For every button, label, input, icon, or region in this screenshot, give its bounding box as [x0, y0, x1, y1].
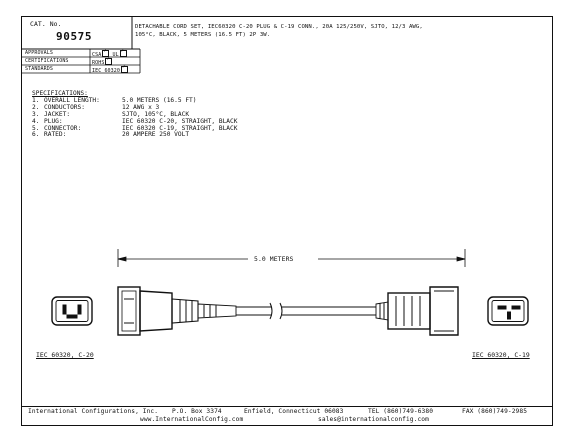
csa-text: CSA — [92, 52, 102, 58]
spec-row: 4.PLUG:IEC 60320 C-20, STRAIGHT, BLACK — [32, 117, 238, 125]
approvals-label: APPROVALS — [25, 50, 53, 56]
iec-check-icon — [121, 64, 128, 73]
spec-row: 2.CONDUCTORS:12 AWG x 3 — [32, 103, 160, 111]
cat-number: 90575 — [56, 30, 93, 43]
c20-label: IEC 60320, C-20 — [36, 351, 94, 359]
spec-row: 3.JACKET:SJTO, 105°C, BLACK — [32, 110, 190, 118]
cord-drawing — [51, 249, 529, 336]
telephone: TEL (860)749-6380 — [368, 408, 434, 415]
ul-text: UL — [112, 52, 119, 58]
certifications-label: CERTIFICATIONS — [25, 58, 69, 64]
ul-check-icon — [119, 48, 127, 57]
c19-label: IEC 60320, C-19 — [472, 351, 530, 359]
c20-face-icon — [51, 296, 93, 326]
fax: FAX (860)749-2985 — [462, 408, 528, 415]
cat-label: CAT. No. — [30, 20, 62, 28]
iec-standard-text: IEC 60320 — [92, 68, 120, 74]
po-box: P.O. Box 3374 — [172, 408, 222, 415]
city: Enfield, Connecticut 06083 — [244, 408, 344, 415]
description-line-2: 105°C, BLACK, 5 METERS (16.5 FT) 2P 3W. — [135, 32, 271, 38]
certifications-value: ROHS — [92, 56, 113, 67]
spec-row: 5.CONNECTOR:IEC 60320 C-19, STRAIGHT, BL… — [32, 124, 238, 132]
specifications: SPECIFICATIONS: 1.OVERALL LENGTH:5.0 MET… — [32, 90, 238, 139]
rohs-text: ROHS — [92, 60, 105, 66]
footer: International Configurations, Inc. P.O. … — [22, 406, 552, 425]
rohs-check-icon — [105, 56, 113, 65]
title-block: CAT. No. 90575 DETACHABLE CORD SET, IEC6… — [22, 17, 552, 87]
c19-face-icon — [487, 296, 529, 326]
spec-row: 6.RATED:20 AMPERE 250 VOLT — [32, 131, 190, 139]
email-link[interactable]: sales@internationalconfig.com — [318, 416, 429, 423]
specifications-heading: SPECIFICATIONS: — [32, 90, 88, 97]
dimension-line — [117, 249, 466, 267]
description-line-1: DETACHABLE CORD SET, IEC60320 C-20 PLUG … — [135, 24, 423, 30]
spec-row: 1.OVERALL LENGTH:5.0 METERS (16.5 FT) — [32, 96, 197, 104]
drawing-sheet: CAT. No. 90575 DETACHABLE CORD SET, IEC6… — [21, 16, 553, 426]
c20-plug-side-icon — [117, 286, 237, 336]
standards-value: IEC 60320 — [92, 64, 128, 75]
website-link[interactable]: www.InternationalConfig.com — [140, 416, 244, 423]
c19-connector-side-icon — [375, 286, 459, 336]
cable-icon — [236, 302, 376, 320]
company-name: International Configurations, Inc. — [28, 408, 159, 415]
dimension-label: 5.0 METERS — [252, 255, 296, 263]
standards-label: STANDARDS — [25, 66, 53, 72]
